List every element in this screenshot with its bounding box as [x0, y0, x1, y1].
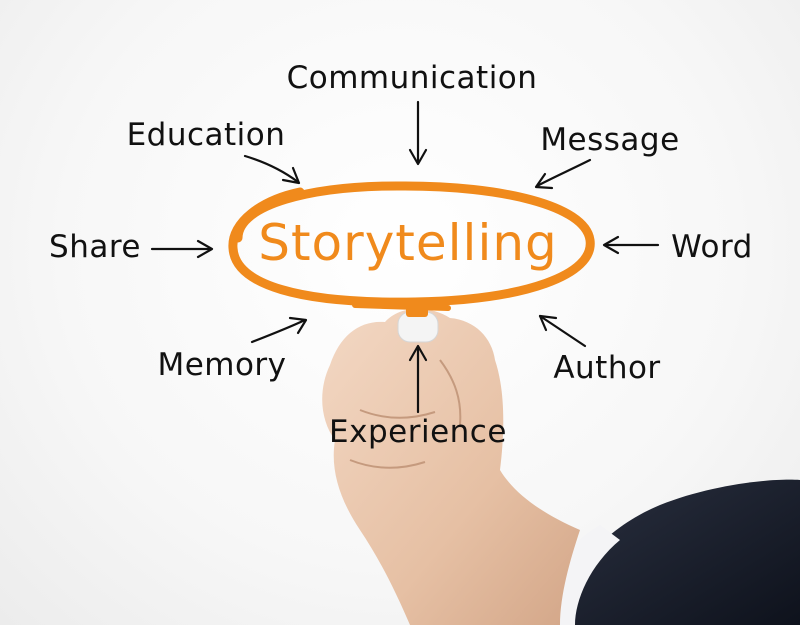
arrow-experience-icon: [408, 344, 428, 414]
concept-memory: Memory: [157, 347, 286, 383]
hand-with-marker: [322, 305, 800, 625]
hand: [322, 308, 580, 625]
concept-author: Author: [553, 350, 660, 386]
finger-line: [349, 459, 426, 469]
center-concept: Storytelling: [228, 181, 595, 311]
suit-sleeve: [560, 479, 800, 625]
arrows: [150, 100, 660, 414]
thumb-line: [439, 359, 462, 426]
concept-message: Message: [540, 122, 679, 158]
concept-word: Word: [671, 229, 753, 265]
arrow-education-icon: [243, 154, 301, 185]
arrow-share-icon: [150, 239, 214, 259]
arrow-memory-icon: [250, 316, 308, 344]
concept-share: Share: [49, 229, 141, 265]
concept-communication: Communication: [287, 60, 538, 96]
arrow-message-icon: [534, 158, 592, 190]
center-underline-stroke: [352, 302, 451, 311]
concept-experience: Experience: [329, 414, 507, 450]
center-label: Storytelling: [258, 214, 558, 272]
center-ellipse: [228, 181, 595, 307]
arrow-communication-icon: [408, 100, 428, 166]
arrow-word-icon: [602, 235, 660, 255]
knuckle-line: [359, 409, 436, 419]
arrow-author-icon: [538, 314, 587, 348]
concept-education: Education: [127, 117, 286, 153]
